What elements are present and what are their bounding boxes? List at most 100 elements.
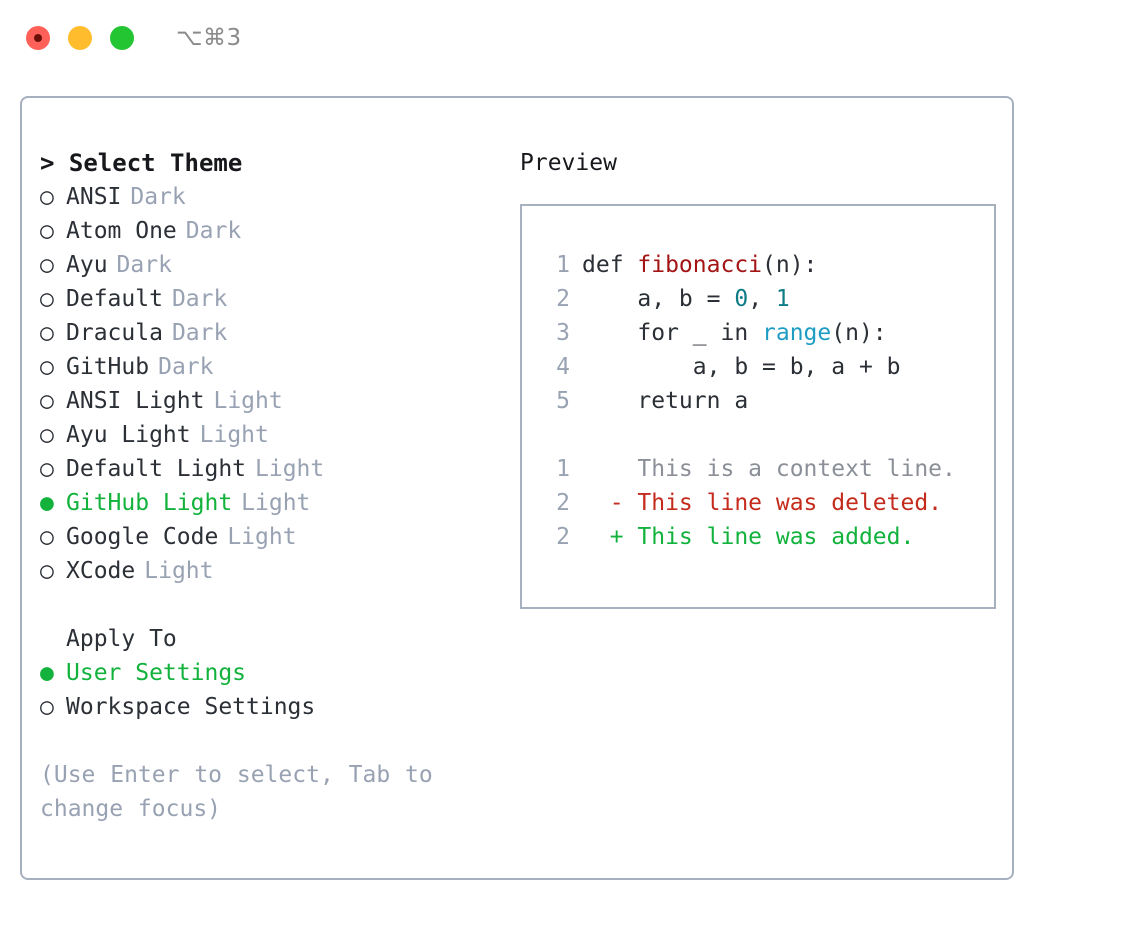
- line-number: 4: [556, 354, 570, 380]
- theme-option-tag: Dark: [185, 218, 242, 244]
- code-line: 2 a, b = 0, 1: [536, 282, 994, 316]
- theme-option-ayu-light[interactable]: ○ Ayu Light Light: [40, 418, 502, 452]
- theme-option-label: ANSI Light: [66, 388, 205, 414]
- radio-unselected-icon: ○: [40, 320, 54, 346]
- theme-option-tag: Dark: [116, 252, 172, 278]
- theme-option-tag: Dark: [130, 184, 186, 210]
- code-line-content: a, b = 0, 1: [582, 282, 790, 316]
- theme-option-atom-one[interactable]: ○ Atom One Dark: [40, 214, 502, 248]
- code-diff-separator: [536, 418, 994, 452]
- theme-option-github-light[interactable]: ● GitHub Light Light: [40, 486, 502, 520]
- theme-option-ansi[interactable]: ○ ANSI Dark: [40, 180, 502, 214]
- diff-line-del: 2 - This line was deleted.: [536, 486, 994, 520]
- theme-option-label: Ayu Light: [66, 422, 191, 448]
- code-line: 4 a, b = b, a + b: [536, 350, 994, 384]
- traffic-light-group: [26, 26, 134, 50]
- code-token-plain: a, b =: [582, 286, 735, 312]
- code-line: 5 return a: [536, 384, 994, 418]
- close-window-button[interactable]: [26, 26, 50, 50]
- theme-option-tag: Light: [241, 490, 311, 516]
- code-token-func: fibonacci: [637, 252, 763, 278]
- code-token-num: 0: [734, 286, 749, 312]
- radio-unselected-icon: ○: [40, 388, 54, 414]
- preview-heading: Preview: [520, 150, 617, 176]
- theme-option-label: ANSI: [66, 184, 122, 210]
- theme-option-tag: Light: [144, 558, 214, 584]
- keyboard-shortcut-label: ⌥⌘3: [176, 25, 242, 51]
- apply-to-heading: Apply To: [66, 626, 177, 652]
- keyboard-hint-text: (Use Enter to select, Tab to change focu…: [40, 762, 448, 822]
- code-token-plain: return a: [582, 388, 749, 414]
- theme-option-label: Default: [66, 286, 163, 312]
- code-token-plain: a, b = b, a + b: [582, 354, 901, 380]
- theme-option-dracula[interactable]: ○ Dracula Dark: [40, 316, 502, 350]
- minimize-window-button[interactable]: [68, 26, 92, 50]
- code-token-plain: ,: [748, 286, 776, 312]
- theme-option-xcode[interactable]: ○ XCode Light: [40, 554, 502, 588]
- line-number: 2: [556, 490, 570, 516]
- apply-to-option-workspace-settings[interactable]: ○Workspace Settings: [40, 690, 502, 724]
- line-number: 1: [556, 252, 570, 278]
- line-number: 2: [556, 286, 570, 312]
- line-number: 5: [556, 388, 570, 414]
- radio-unselected-icon: ○: [40, 184, 54, 210]
- code-token-plain: for _ in: [582, 320, 763, 346]
- theme-option-default[interactable]: ○ Default Dark: [40, 282, 502, 316]
- theme-option-tag: Light: [255, 456, 325, 482]
- theme-option-label: Default Light: [66, 456, 247, 482]
- theme-option-tag: Light: [199, 422, 269, 448]
- code-line-content: return a: [582, 384, 748, 418]
- theme-option-label: XCode: [66, 558, 136, 584]
- diff-marker: +: [582, 524, 638, 550]
- radio-unselected-icon: ○: [40, 456, 54, 482]
- radio-unselected-icon: ○: [40, 524, 54, 550]
- theme-option-ansi-light[interactable]: ○ ANSI Light Light: [40, 384, 502, 418]
- theme-option-label: GitHub: [66, 354, 150, 380]
- code-token-plain: def: [582, 252, 638, 278]
- code-line: 1 def fibonacci(n):: [536, 248, 994, 282]
- radio-selected-icon: ●: [40, 660, 54, 686]
- code-token-plain: (n):: [831, 320, 887, 346]
- title-bar: ⌥⌘3: [0, 0, 1140, 76]
- line-number: 1: [556, 456, 570, 482]
- radio-unselected-icon: ○: [40, 286, 54, 312]
- diff-line-ctx: 1 This is a context line.: [536, 452, 994, 486]
- theme-option-tag: Light: [213, 388, 283, 414]
- apply-to-option-user-settings[interactable]: ● User Settings: [40, 656, 502, 690]
- apply-to-list: ● User Settings ○Workspace Settings: [40, 656, 502, 724]
- diff-marker: [582, 452, 637, 486]
- theme-option-label: GitHub Light: [66, 490, 233, 516]
- maximize-window-button[interactable]: [110, 26, 134, 50]
- radio-selected-icon: ●: [40, 490, 54, 516]
- theme-option-tag: Dark: [158, 354, 214, 380]
- diff-sample: 1 This is a context line.2 - This line w…: [536, 452, 994, 554]
- code-line-content: a, b = b, a + b: [582, 350, 901, 384]
- theme-option-label: Dracula: [66, 320, 163, 346]
- theme-option-tag: Light: [227, 524, 297, 550]
- line-number: 3: [556, 320, 570, 346]
- apply-to-option-label: User Settings: [66, 660, 247, 686]
- radio-unselected-icon: ○: [40, 422, 54, 448]
- code-line-content: def fibonacci(n):: [582, 248, 817, 282]
- theme-option-tag: Dark: [171, 286, 228, 312]
- theme-option-default-light[interactable]: ○ Default Light Light: [40, 452, 502, 486]
- radio-unselected-icon: ○: [40, 218, 54, 244]
- theme-option-tag: Dark: [171, 320, 228, 346]
- code-token-num: 1: [775, 286, 790, 312]
- diff-line-text: This line was deleted.: [637, 490, 943, 516]
- code-line: 3 for _ in range(n):: [536, 316, 994, 350]
- radio-unselected-icon: ○: [40, 558, 54, 584]
- select-theme-heading: > Select Theme: [40, 149, 243, 177]
- diff-marker: -: [582, 490, 638, 516]
- code-line-content: for _ in range(n):: [582, 316, 887, 350]
- theme-option-label: Atom One: [66, 218, 177, 244]
